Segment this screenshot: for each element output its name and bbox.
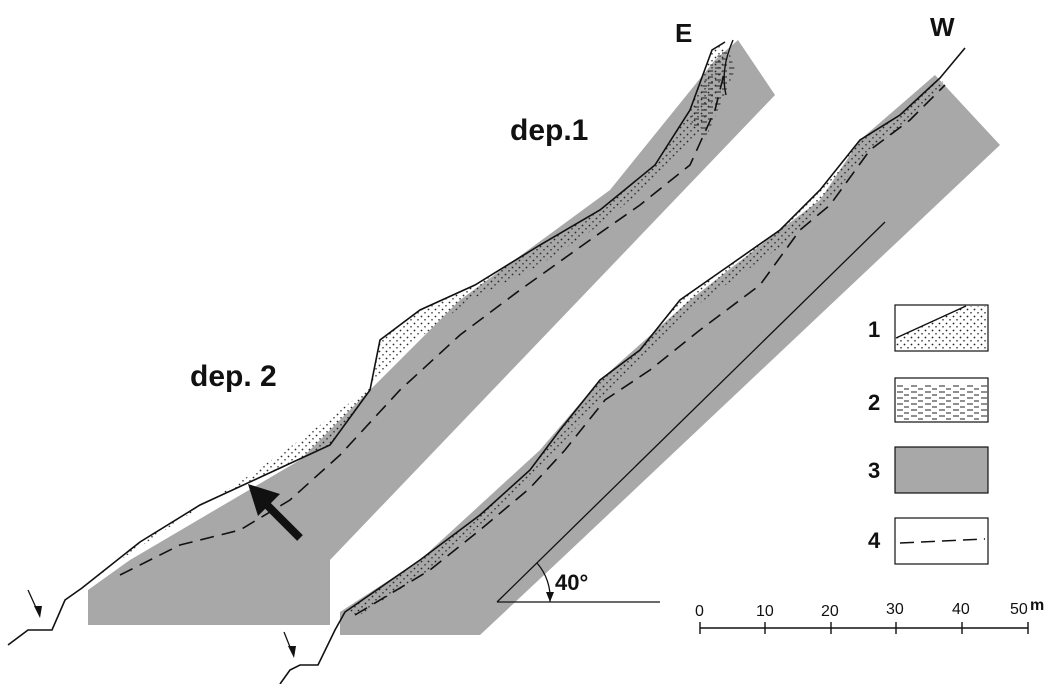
scale-tick-30: 30: [886, 601, 904, 618]
deposit-1-label: dep.1: [510, 114, 588, 147]
scale-bar: 0 10 20 30 40 50 m: [695, 597, 1044, 634]
toe-arrow-east: [28, 590, 42, 618]
deposit-2-label: dep. 2: [190, 360, 277, 393]
angle-label: 40°: [555, 570, 588, 595]
west-label: W: [930, 12, 955, 42]
east-surface-line: [8, 42, 725, 645]
scale-tick-20: 20: [821, 603, 839, 620]
scale-tick-40: 40: [952, 601, 970, 618]
legend-number-1: 1: [868, 317, 880, 342]
east-deposit: [82, 42, 725, 588]
east-label: E: [675, 18, 692, 48]
scale-tick-0: 0: [695, 603, 704, 620]
scale-tick-10: 10: [756, 603, 774, 620]
legend-number-3: 3: [868, 458, 880, 483]
legend-number-2: 2: [868, 390, 880, 415]
scale-tick-50: 50: [1010, 601, 1028, 618]
legend-swatch-4: [895, 518, 988, 564]
angle-arrowhead-icon: [546, 592, 554, 602]
legend-swatch-3: [895, 447, 988, 493]
legend-number-4: 4: [868, 528, 881, 553]
legend: 1 2 3 4: [868, 305, 988, 564]
scale-unit: m: [1030, 597, 1044, 614]
toe-arrow-west: [284, 632, 296, 658]
